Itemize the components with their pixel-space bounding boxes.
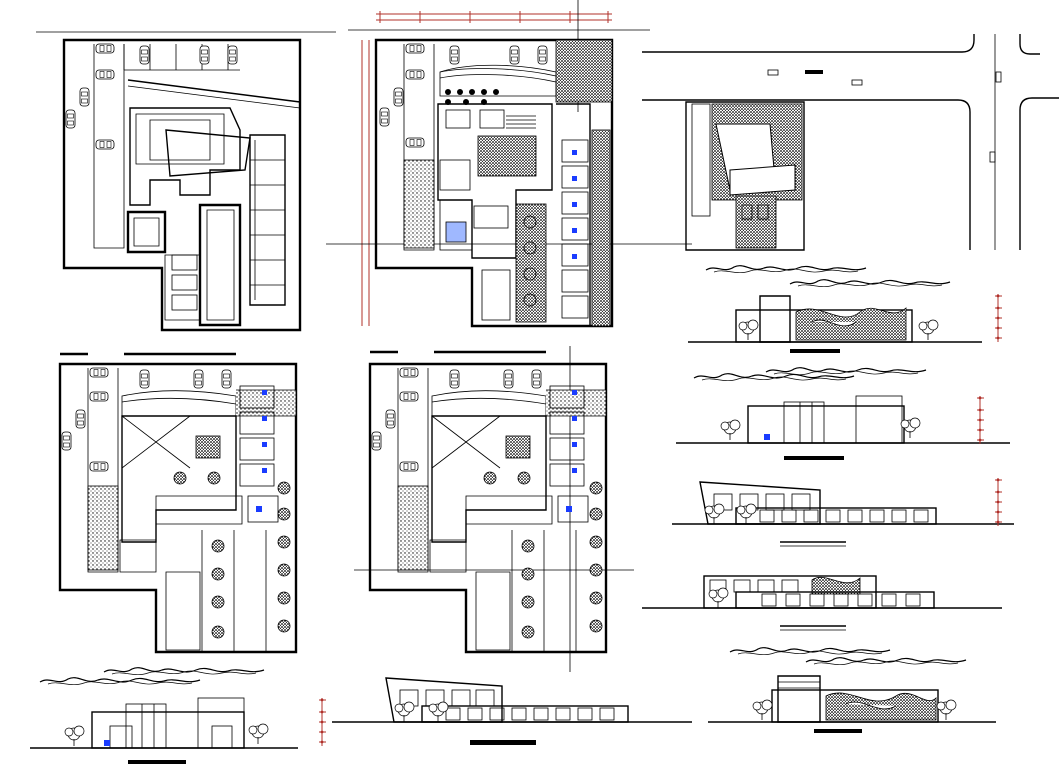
front-elevation-1 xyxy=(688,265,1003,353)
first-floor-plan-middle-left xyxy=(58,352,298,654)
site-location-plan-top-right xyxy=(642,34,1059,251)
rear-elevation-bottom-left xyxy=(30,667,327,764)
site-plan-top-left xyxy=(36,31,336,332)
side-elevation-1 xyxy=(676,367,1010,460)
side-elevation-bottom-center xyxy=(332,677,692,745)
side-elevation-2 xyxy=(672,477,1014,547)
front-elevation-2 xyxy=(708,647,996,733)
first-floor-plan-middle-center xyxy=(354,346,634,672)
ground-floor-plan-top-middle xyxy=(326,0,692,328)
side-elevation-3 xyxy=(642,575,1002,631)
